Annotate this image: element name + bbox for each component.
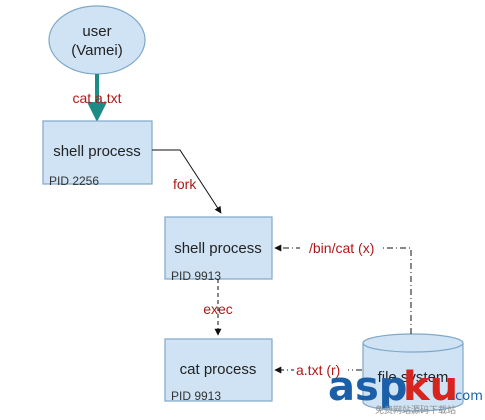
- watermark-brand-red: ku: [403, 364, 458, 410]
- a-txt-label: a.txt (r): [296, 362, 340, 378]
- shell-process-parent-node: shell process PID 2256: [42, 120, 153, 188]
- cat-process-node: cat process PID 9913: [164, 338, 273, 403]
- shell-process-parent-pid: PID 2256: [49, 174, 99, 188]
- cat-process-label: cat process: [180, 361, 257, 378]
- shell-process-child-node: shell process PID 9913: [164, 216, 273, 283]
- user-name-label: (Vamei): [71, 42, 122, 59]
- watermark-brand-dark: asp: [328, 364, 407, 410]
- command-label: cat a.txt: [72, 90, 121, 106]
- watermark-domain: .com: [451, 389, 483, 404]
- fork-arrow: [152, 149, 222, 214]
- cat-process-pid: PID 9913: [171, 389, 221, 403]
- watermark-tagline: 免费网站源码下载站: [375, 404, 456, 416]
- shell-process-child-pid: PID 9913: [171, 269, 221, 283]
- user-label: user: [82, 23, 111, 40]
- shell-process-child-label: shell process: [174, 240, 262, 257]
- bin-cat-arrow: [274, 244, 412, 334]
- file-system-label: file system: [378, 369, 449, 386]
- fork-label: fork: [173, 176, 197, 192]
- watermark-logo: asp ku .com 免费网站源码下载站: [328, 364, 483, 416]
- bin-cat-label: /bin/cat (x): [309, 240, 374, 256]
- user-node: user (Vamei): [48, 5, 146, 75]
- shell-process-parent-label: shell process: [53, 143, 141, 160]
- file-system-node: file system: [362, 333, 464, 412]
- exec-label: exec: [203, 301, 233, 317]
